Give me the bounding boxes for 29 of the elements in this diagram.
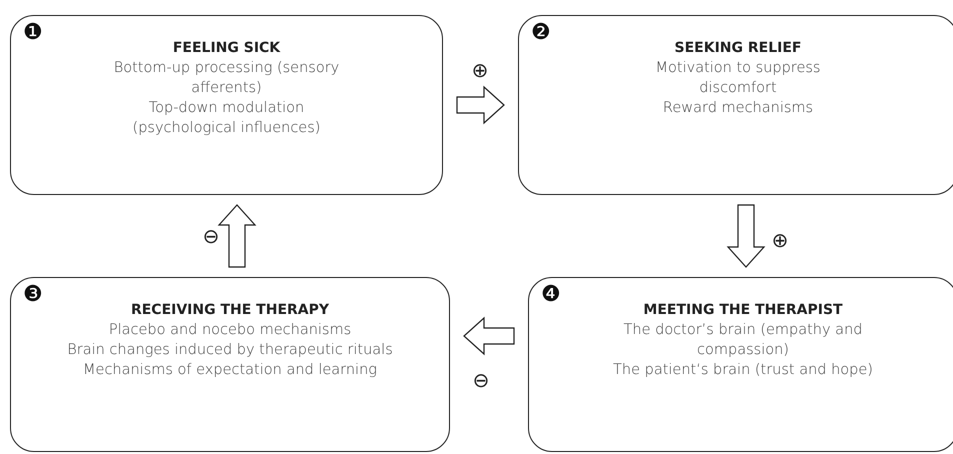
stage-description: Motivation to suppress discomfort: [654, 59, 822, 98]
stage-description: Mechanisms of expectation and learning: [83, 361, 377, 380]
edge-label: ⊕: [472, 60, 488, 80]
stage-heading: FEELING SICK: [172, 40, 280, 56]
stage-description: Placebo and nocebo mechanisms: [108, 321, 352, 340]
edge-label: ⊖: [472, 370, 490, 390]
stage-description: The patient‘s brain (trust and hope): [613, 361, 873, 380]
step-number: ❸: [23, 284, 43, 306]
stage-description: The doctor’s brain (empathy and compassion): [622, 321, 864, 360]
stage-box: [10, 15, 443, 195]
step-number: ❷: [531, 22, 551, 44]
stage-heading: RECEIVING THE THERAPY: [130, 302, 330, 318]
stage-heading: MEETING THE THERAPIST: [643, 302, 843, 318]
stage-description: Brain changes induced by therapeutic rituals: [67, 341, 393, 360]
stage-box: [518, 15, 953, 195]
stage-heading: SEEKING RELIEF: [674, 40, 802, 56]
stage-description: Bottom-up processing (sensory afferents): [112, 59, 340, 98]
stage-box: [528, 277, 953, 452]
block-arrow: [456, 86, 505, 124]
block-arrow: [463, 316, 515, 356]
edge-label: ⊕: [772, 230, 788, 250]
stage-box: [10, 277, 450, 452]
stage-description: Reward mechanisms: [662, 99, 814, 118]
block-arrow: [218, 204, 256, 268]
stage-description: Top-down modulation (psychological influences): [132, 99, 322, 138]
edge-label: ⊖: [202, 226, 220, 246]
step-number: ❹: [541, 284, 561, 306]
step-number: ❶: [23, 22, 43, 44]
block-arrow: [726, 204, 766, 268]
